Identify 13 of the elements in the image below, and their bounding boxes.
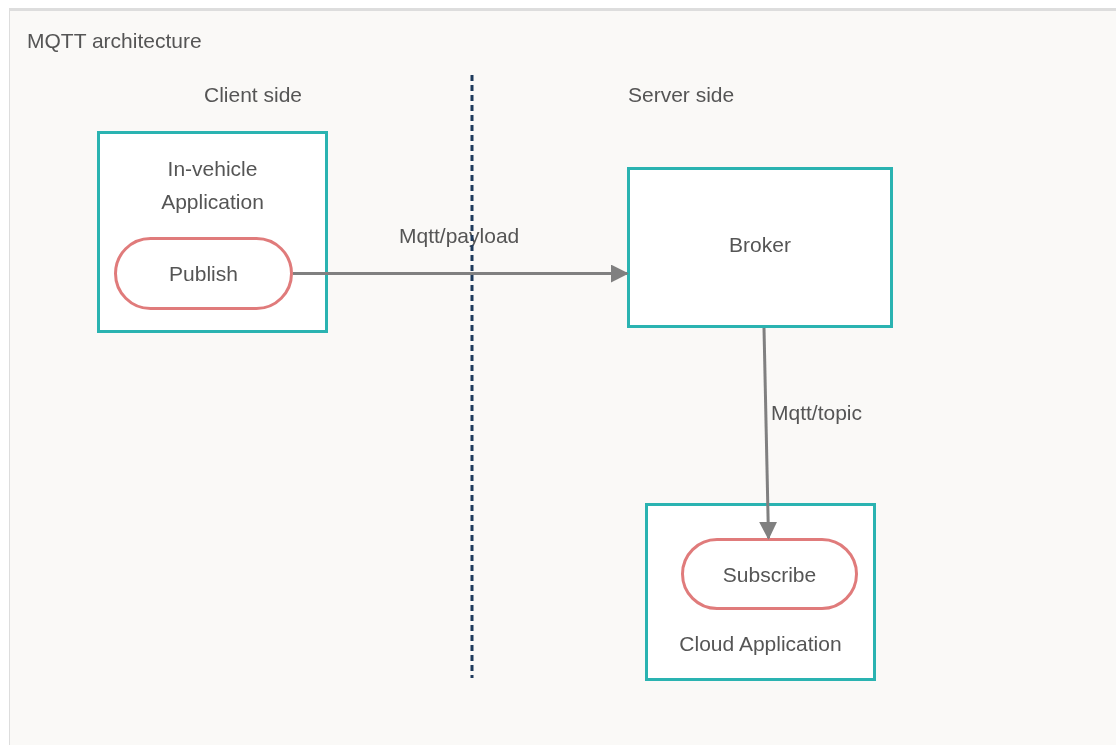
section-heading: Server side — [628, 83, 735, 107]
node-label: Cloud Application — [678, 631, 843, 657]
node-label: Publish — [169, 261, 238, 287]
section-heading: Client side — [204, 83, 303, 107]
process-box — [645, 503, 876, 681]
node-label: Subscribe — [722, 561, 817, 588]
node-label: Broker — [728, 231, 792, 258]
process-box — [627, 167, 893, 328]
process-box — [97, 131, 328, 333]
arrow — [293, 264, 629, 283]
diagram-title: MQTT architecture — [27, 29, 202, 53]
node-label: In-vehicle Application — [160, 156, 265, 215]
arrow — [759, 327, 778, 540]
